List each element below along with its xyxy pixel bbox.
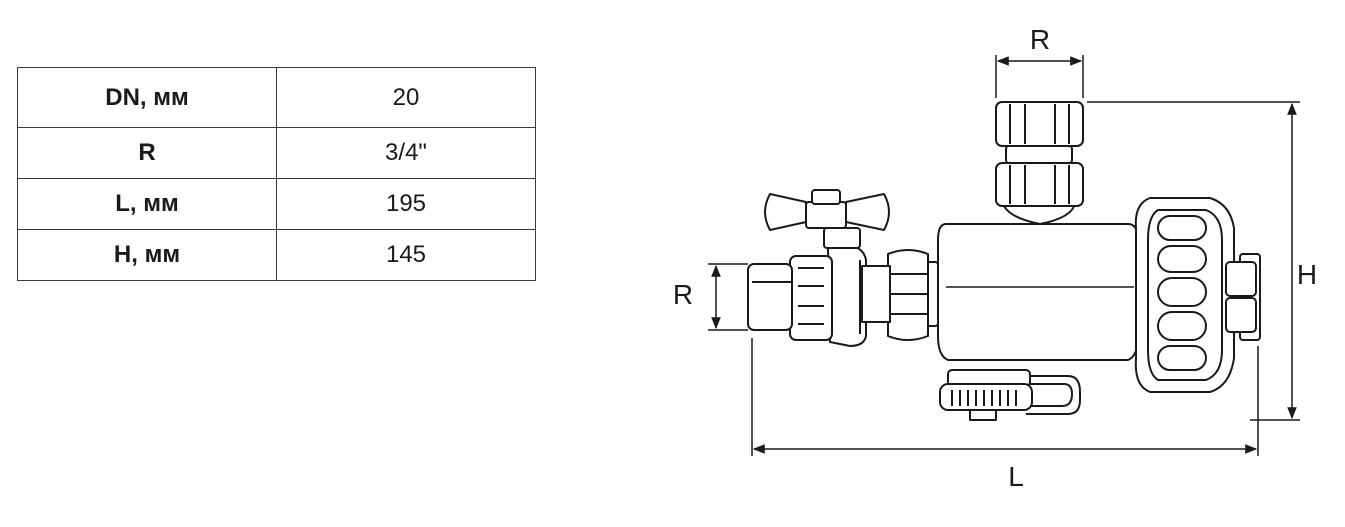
side-outlet-nut	[1225, 253, 1261, 341]
param-cell: H, мм	[17, 229, 277, 281]
drain-valve	[939, 369, 1081, 421]
dimension-l	[751, 338, 1259, 456]
dimension-r-left	[708, 263, 748, 331]
filter-body	[937, 223, 1139, 361]
value-cell: 195	[276, 178, 536, 230]
filter-cap	[1134, 197, 1235, 393]
dimension-r-top	[995, 55, 1084, 98]
ball-valve	[747, 242, 891, 347]
top-union-nut	[995, 101, 1084, 225]
table-row: R 3/4"	[17, 127, 536, 179]
param-cell: R	[17, 127, 277, 179]
param-cell: DN, мм	[17, 67, 277, 128]
table-row: DN, мм 20	[17, 67, 536, 128]
butterfly-handle	[764, 189, 890, 249]
dim-label-r-top: R	[1030, 24, 1050, 55]
inlet-union-nut	[887, 249, 939, 341]
value-cell: 20	[276, 67, 536, 128]
table-row: H, мм 145	[17, 229, 536, 281]
spec-table: DN, мм 20 R 3/4" L, мм 195 H, мм 145	[17, 67, 536, 281]
dim-label-l: L	[1008, 461, 1024, 492]
value-cell: 145	[276, 229, 536, 281]
dim-label-r-left: R	[673, 279, 693, 310]
dim-label-h: H	[1297, 259, 1317, 290]
